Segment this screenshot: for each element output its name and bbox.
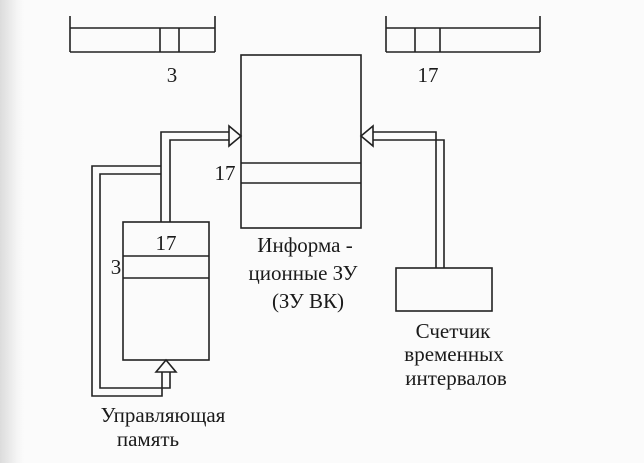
control-memory-caption-line: Управляющая <box>101 403 226 427</box>
control-memory-row-label: 3 <box>111 255 122 279</box>
info-memory-caption-line: ционные ЗУ <box>249 261 358 285</box>
info-memory-caption-line: (ЗУ ВК) <box>272 289 344 313</box>
feedback-loop-arrowhead <box>154 358 178 373</box>
counter-caption: Счетчик временных интервалов <box>404 319 507 390</box>
interval-counter-block <box>395 267 493 312</box>
control-to-info-bus <box>160 131 229 222</box>
control-memory-cell-label: 17 <box>156 231 177 255</box>
info-memory-cell-label: 17 <box>215 161 236 185</box>
counter-caption-line: временных <box>404 342 504 366</box>
info-memory-caption-line: Информа - <box>257 233 352 257</box>
counter-to-info-bus <box>373 131 445 268</box>
control-memory-caption-line: память <box>117 427 179 451</box>
left-register-label: 3 <box>167 63 178 87</box>
counter-to-info-arrowhead <box>359 124 374 148</box>
info-memory-block <box>240 54 362 229</box>
counter-caption-line: Счетчик <box>416 319 492 343</box>
control-to-info-arrowhead <box>228 124 243 148</box>
feedback-loop-bus <box>91 165 171 397</box>
info-memory-caption: Информа - ционные ЗУ (ЗУ ВК) <box>249 233 358 313</box>
control-memory-caption: Управляющая память <box>101 403 226 451</box>
counter-caption-line: интервалов <box>405 366 507 390</box>
right-register-label: 17 <box>418 63 439 87</box>
page-edge-shadow <box>0 0 24 463</box>
right-register <box>385 16 541 53</box>
left-register <box>69 16 216 53</box>
